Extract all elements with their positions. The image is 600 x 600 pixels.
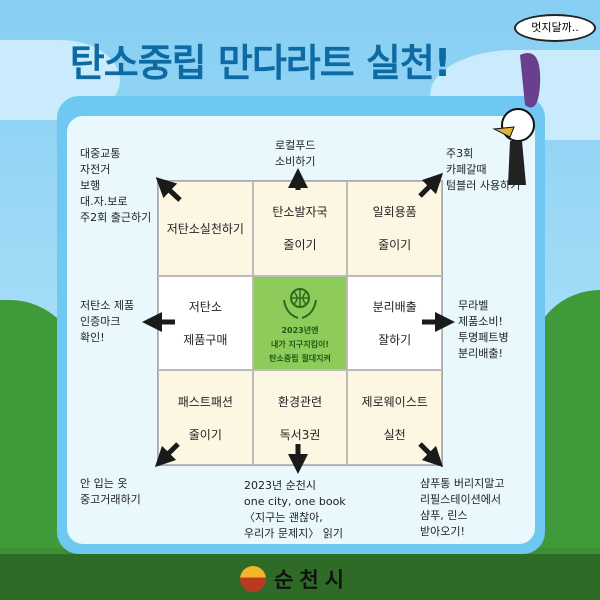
cell-text: 독서3권: [279, 427, 321, 442]
binder-ring: [324, 98, 334, 114]
note-mid-right: 무라벨 제품소비! 투명페트병 분리배출!: [458, 299, 509, 360]
cell-text: 일회용품: [372, 205, 417, 220]
cell-text: 탄소발자국: [272, 205, 328, 220]
arrow-down-right: [418, 442, 444, 468]
binder-ring: [459, 98, 469, 114]
cell-text: 패스트패션: [177, 394, 233, 409]
city-emblem-icon: [240, 566, 266, 592]
page-title: 탄소중립 만다라트 실천!: [69, 41, 451, 85]
cell-center: 2023년엔 내가 지구지킴이! 탄소중립 절대지켜: [252, 275, 348, 371]
binder-ring: [432, 98, 442, 114]
mascot-character: [492, 53, 541, 185]
binder-ring: [243, 98, 253, 114]
note-bot-right: 샴푸통 버리지말고 리필스테이션에서 샴푸, 린스 받아오기!: [420, 477, 505, 538]
cell-text: 줄이기: [378, 238, 412, 253]
binder-ring: [297, 98, 307, 114]
center-text: 탄소중립 절대지켜: [269, 353, 331, 363]
center-text: 2023년엔: [281, 325, 319, 335]
binder-ring: [162, 98, 172, 114]
cell-text: 잘하기: [378, 332, 412, 347]
cell-text: 제품구매: [183, 332, 228, 347]
cell-text: 줄이기: [283, 238, 317, 253]
cell-text: 줄이기: [188, 427, 222, 442]
note-top-left: 대중교통 자전거 보행 대.자.보로 주2회 출근하기: [80, 147, 152, 224]
cell-text: 저탄소: [188, 299, 222, 314]
note-mid-left: 저탄소 제품 인증마크 확인!: [80, 299, 135, 344]
note-bot-left: 안 입는 옷 중고거래하기: [80, 477, 141, 506]
binder-ring: [378, 98, 388, 114]
logo-text: 순천시: [274, 568, 350, 592]
binder-ring: [270, 98, 280, 114]
note-top-mid: 로컬푸드 소비하기: [275, 139, 316, 168]
binder-ring: [351, 98, 361, 114]
binder-ring: [216, 98, 226, 114]
binder-ring: [135, 98, 145, 114]
speech-bubble: 멋지달까..: [514, 14, 596, 42]
binder-ring: [189, 98, 199, 114]
cell-text: 실천: [383, 427, 406, 442]
suncheon-logo: 순천시: [240, 564, 350, 594]
binder-ring: [108, 98, 118, 114]
arrow-up-left: [155, 177, 182, 202]
note-top-right: 주3회 카페갈때 텀블러 사용하기: [446, 147, 521, 192]
cell-text: 저탄소실천하기: [166, 221, 244, 236]
cell-text: 환경관련: [277, 394, 323, 409]
note-bot-mid: 2023년 순천시 one city, one book 〈지구는 괜찮아, 우…: [244, 479, 346, 540]
center-text: 내가 지구지킴이!: [271, 339, 329, 349]
arrow-down-left: [154, 442, 180, 468]
cell-text: 제로웨이스트: [361, 394, 428, 409]
globe-hands-icon: [282, 287, 317, 319]
arrow-up-right: [418, 172, 444, 198]
binder-ring: [405, 98, 415, 114]
cell-text: 분리배출: [372, 299, 417, 314]
